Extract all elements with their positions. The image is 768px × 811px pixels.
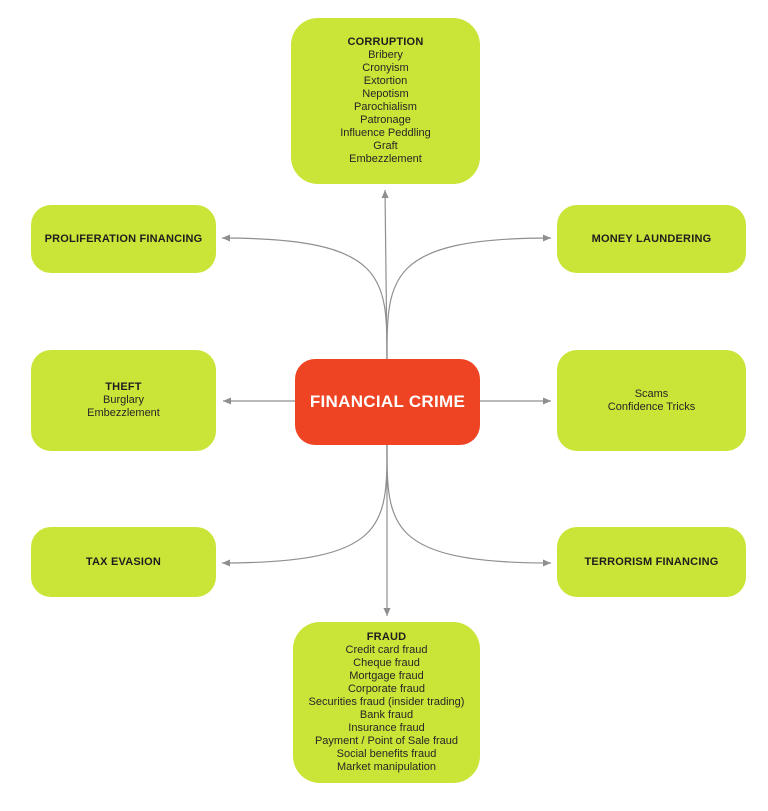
node-item: Graft bbox=[373, 140, 398, 152]
node-title: THEFT bbox=[105, 381, 142, 393]
node-item: Nepotism bbox=[362, 88, 409, 100]
node-proliferation-financing: PROLIFERATION FINANCING bbox=[31, 205, 216, 273]
node-item: Securities fraud (insider trading) bbox=[308, 696, 465, 708]
connector-center-to-terrorism-financing bbox=[386, 444, 552, 567]
node-title: TAX EVASION bbox=[85, 555, 162, 568]
node-money-laundering: MONEY LAUNDERING bbox=[557, 205, 746, 273]
node-item: Cheque fraud bbox=[353, 657, 420, 669]
node-item: Mortgage fraud bbox=[349, 670, 424, 682]
node-title: CORRUPTION bbox=[347, 36, 424, 48]
node-item: Embezzlement bbox=[87, 407, 160, 419]
connector-center-to-money-laundering bbox=[386, 234, 552, 360]
node-title: PROLIFERATION FINANCING bbox=[44, 232, 203, 245]
node-terrorism-financing: TERRORISM FINANCING bbox=[557, 527, 746, 597]
node-item: Corporate fraud bbox=[347, 683, 426, 695]
node-item: Patronage bbox=[360, 114, 411, 126]
connector-center-to-tax-evasion bbox=[221, 444, 388, 567]
node-title: FRAUD bbox=[366, 631, 407, 643]
node-title: TERRORISM FINANCING bbox=[584, 555, 719, 568]
node-item: Insurance fraud bbox=[348, 722, 425, 734]
node-item: Bribery bbox=[368, 49, 403, 61]
node-item: Market manipulation bbox=[336, 761, 437, 773]
node-tax-evasion: TAX EVASION bbox=[31, 527, 216, 597]
node-item: Scams bbox=[634, 387, 669, 400]
node-financial-crime: FINANCIAL CRIME bbox=[295, 359, 480, 445]
node-item: Influence Peddling bbox=[340, 127, 431, 139]
node-item: Parochialism bbox=[354, 101, 417, 113]
node-item: Credit card fraud bbox=[345, 644, 428, 656]
node-item: Confidence Tricks bbox=[607, 400, 696, 413]
node-title: MONEY LAUNDERING bbox=[591, 232, 712, 245]
connector-center-to-proliferation-financing bbox=[221, 234, 388, 360]
node-item: Bank fraud bbox=[359, 709, 414, 721]
node-item: Cronyism bbox=[362, 62, 409, 74]
node-item: Extortion bbox=[363, 75, 408, 87]
node-item: Social benefits fraud bbox=[336, 748, 437, 760]
node-item: Burglary bbox=[103, 394, 144, 406]
node-item: Payment / Point of Sale fraud bbox=[314, 735, 459, 747]
node-item: Embezzlement bbox=[349, 153, 422, 165]
center-label: FINANCIAL CRIME bbox=[309, 392, 466, 411]
